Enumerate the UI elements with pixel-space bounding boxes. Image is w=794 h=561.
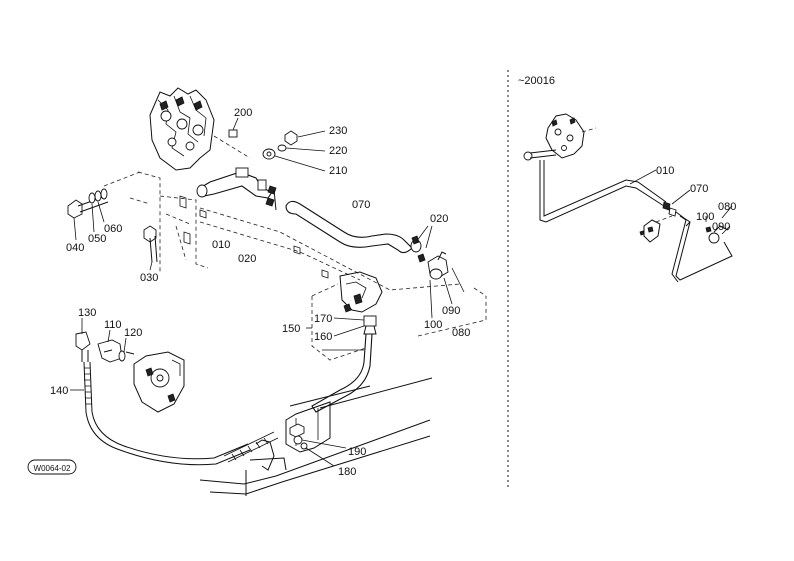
variant-label-100: 100 xyxy=(696,211,714,223)
fitting-090-100 xyxy=(427,251,449,280)
frame-outline xyxy=(129,171,461,291)
pump-body xyxy=(133,351,185,413)
fitting-020-left xyxy=(265,185,277,211)
label-160: 160 xyxy=(314,331,332,343)
label-140: 140 xyxy=(50,385,68,397)
label-080: 080 xyxy=(452,327,470,339)
control-valve xyxy=(149,87,215,171)
bolt-200-icon xyxy=(228,129,238,138)
label-070: 070 xyxy=(352,199,370,211)
label-210: 210 xyxy=(329,165,347,177)
label-100: 100 xyxy=(424,319,442,331)
label-050: 050 xyxy=(88,233,106,245)
frame-bottom xyxy=(199,377,433,496)
variant-label-070: 070 xyxy=(690,183,708,195)
label-010: 010 xyxy=(212,239,230,251)
pipe-070 xyxy=(285,200,413,254)
variant-pipe-loop xyxy=(671,215,733,283)
variant-valve xyxy=(545,113,597,159)
variant-assembly: ~20016 xyxy=(518,75,736,283)
fitting-020-right xyxy=(410,235,426,263)
variant-label: ~20016 xyxy=(518,75,555,87)
lower-bracket xyxy=(249,401,331,471)
label-020-right: 020 xyxy=(430,213,448,225)
fastener-040-050-060 xyxy=(67,188,109,219)
label-220: 220 xyxy=(329,145,347,157)
variant-bracket xyxy=(639,215,673,243)
pipe-010 xyxy=(196,167,273,199)
variant-label-010: 010 xyxy=(656,165,674,177)
label-060: 060 xyxy=(104,223,122,235)
bolt-030 xyxy=(143,225,158,263)
hose-140 xyxy=(75,331,279,466)
variant-label-090: 090 xyxy=(712,221,730,233)
fastener-group xyxy=(262,130,298,160)
variant-pipe-010 xyxy=(523,149,667,223)
label-020-left: 020 xyxy=(238,253,256,265)
label-200: 200 xyxy=(234,107,252,119)
label-030: 030 xyxy=(140,272,158,284)
label-230: 230 xyxy=(329,125,347,137)
label-190: 190 xyxy=(348,446,366,458)
main-assembly: 200 230 220 210 070 020 020 010 040 050 … xyxy=(27,87,487,496)
fitting-110-120 xyxy=(97,339,135,363)
label-150: 150 xyxy=(282,323,300,335)
label-180: 180 xyxy=(338,466,356,478)
label-090: 090 xyxy=(442,305,460,317)
variant-label-080: 080 xyxy=(718,201,736,213)
bracket-150 xyxy=(311,271,383,361)
drawing-code: W0064-02 xyxy=(34,464,71,473)
pipe-160 xyxy=(311,333,373,413)
variant-fitting-070 xyxy=(662,201,685,219)
label-110: 110 xyxy=(104,319,122,331)
label-040: 040 xyxy=(66,242,84,254)
label-130: 130 xyxy=(78,307,96,319)
label-120: 120 xyxy=(124,327,142,339)
label-170: 170 xyxy=(314,313,332,325)
drawing-code-badge: W0064-02 xyxy=(27,459,77,475)
